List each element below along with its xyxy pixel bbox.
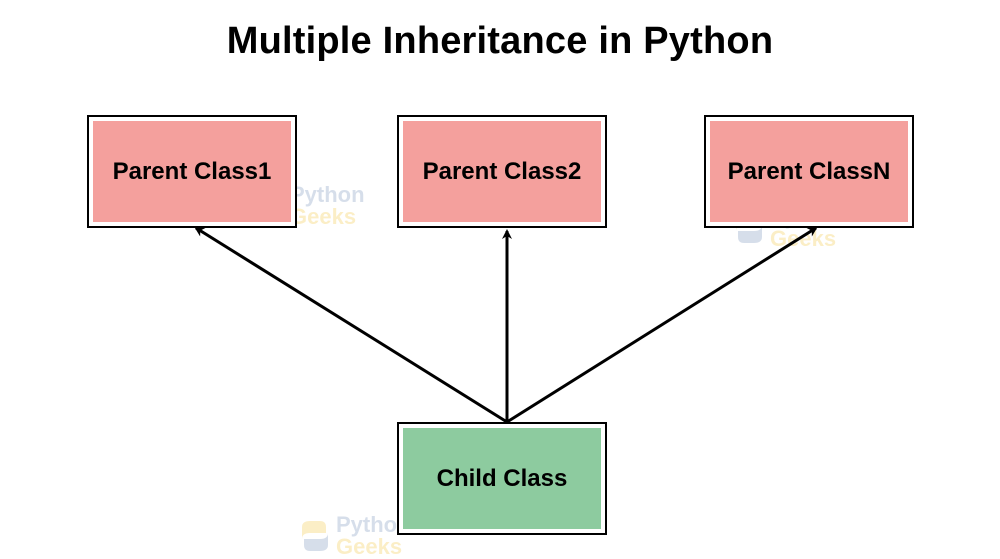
arrow-child-to-parentn xyxy=(506,226,818,424)
parent-class-n-box: Parent ClassN xyxy=(704,115,914,228)
child-class-label: Child Class xyxy=(403,428,601,529)
diagram-title: Multiple Inheritance in Python xyxy=(226,20,774,62)
parent-class-2-box: Parent Class2 xyxy=(397,115,607,228)
arrow-child-to-parent1 xyxy=(194,226,508,424)
child-class-box: Child Class xyxy=(397,422,607,535)
parent-class-1-box: Parent Class1 xyxy=(87,115,297,228)
parent-class-1-label: Parent Class1 xyxy=(93,121,291,222)
parent-class-2-label: Parent Class2 xyxy=(403,121,601,222)
parent-class-n-label: Parent ClassN xyxy=(710,121,908,222)
